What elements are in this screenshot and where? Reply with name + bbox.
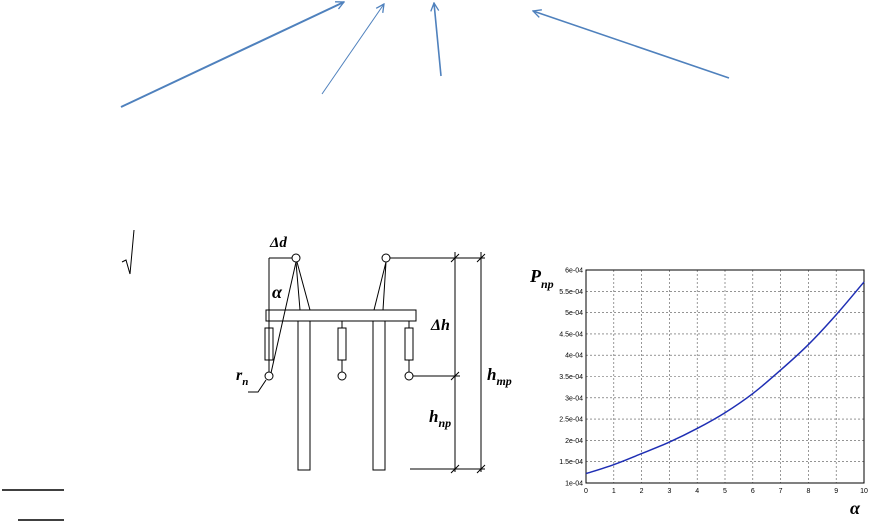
arrow-2 bbox=[321, 4, 384, 95]
diagram-labels: Δd α rn Δh hmp hnp bbox=[236, 235, 512, 430]
radical-sign bbox=[121, 229, 135, 275]
x-tick-label: 7 bbox=[779, 488, 783, 495]
y-tick-label: 4e-04 bbox=[565, 353, 583, 360]
pointer-arrows bbox=[120, 1, 730, 108]
probability-chart: 0 1 2 3 4 5 6 7 8 9 10 1e-04 1.5e-04 2e-04 2.5e-04 3e-… bbox=[529, 266, 868, 518]
crossarm bbox=[265, 309, 417, 322]
label-r: rn bbox=[236, 367, 248, 388]
x-tick-label: 6 bbox=[751, 488, 755, 495]
r-leader bbox=[248, 379, 267, 393]
x-tick-label: 2 bbox=[640, 488, 644, 495]
y-tick-label: 3e-04 bbox=[565, 395, 583, 402]
arrow-3 bbox=[434, 3, 442, 77]
chart-x-label: α bbox=[850, 498, 861, 518]
y-tick-label: 4.5e-04 bbox=[559, 331, 583, 338]
ground-wire-left bbox=[291, 253, 301, 263]
x-tick-label: 0 bbox=[584, 488, 588, 495]
label-delta-h: Δh bbox=[430, 317, 450, 334]
label-alpha: α bbox=[272, 282, 283, 302]
dim-ticks bbox=[450, 253, 486, 474]
formula-fragments bbox=[2, 229, 135, 521]
chart-frame bbox=[585, 269, 865, 484]
y-tick-label: 1.5e-04 bbox=[559, 459, 583, 466]
chart-grid bbox=[586, 270, 864, 483]
alpha-slant bbox=[270, 261, 297, 374]
y-tick-label: 5e-04 bbox=[565, 310, 583, 317]
chart-x-ticks: 0 1 2 3 4 5 6 7 8 9 10 bbox=[584, 488, 868, 495]
x-tick-label: 3 bbox=[667, 488, 671, 495]
ground-wire-support-left bbox=[295, 261, 311, 311]
pole-right bbox=[372, 309, 386, 471]
pole-left bbox=[297, 309, 311, 471]
x-tick-label: 9 bbox=[834, 488, 838, 495]
y-tick-label: 2.5e-04 bbox=[559, 417, 583, 424]
y-tick-label: 3.5e-04 bbox=[559, 374, 583, 381]
chart-y-label: Pnp bbox=[529, 266, 554, 291]
y-tick-label: 2e-04 bbox=[565, 438, 583, 445]
x-tick-label: 8 bbox=[806, 488, 810, 495]
arrow-4 bbox=[533, 11, 730, 79]
chart-curve bbox=[585, 281, 865, 475]
x-tick-label: 10 bbox=[860, 488, 868, 495]
ground-wire-support-right bbox=[373, 261, 387, 311]
label-h-np: hnp bbox=[429, 407, 451, 430]
y-tick-label: 5.5e-04 bbox=[559, 289, 583, 296]
x-tick-label: 1 bbox=[612, 488, 616, 495]
insulator-middle bbox=[337, 321, 347, 381]
x-tick-label: 5 bbox=[723, 488, 727, 495]
arrow-1 bbox=[120, 1, 344, 108]
label-h-mp: hmp bbox=[487, 365, 512, 388]
insulator-right bbox=[404, 321, 414, 381]
tower-diagram bbox=[248, 252, 486, 474]
y-tick-label: 1e-04 bbox=[565, 481, 583, 488]
ground-wire-right bbox=[381, 253, 391, 263]
x-tick-label: 4 bbox=[695, 488, 699, 495]
label-delta-d: Δd bbox=[269, 235, 287, 251]
y-tick-label: 6e-04 bbox=[565, 268, 583, 275]
chart-y-ticks: 1e-04 1.5e-04 2e-04 2.5e-04 3e-04 3.5e-04 4e-0… bbox=[559, 268, 583, 488]
